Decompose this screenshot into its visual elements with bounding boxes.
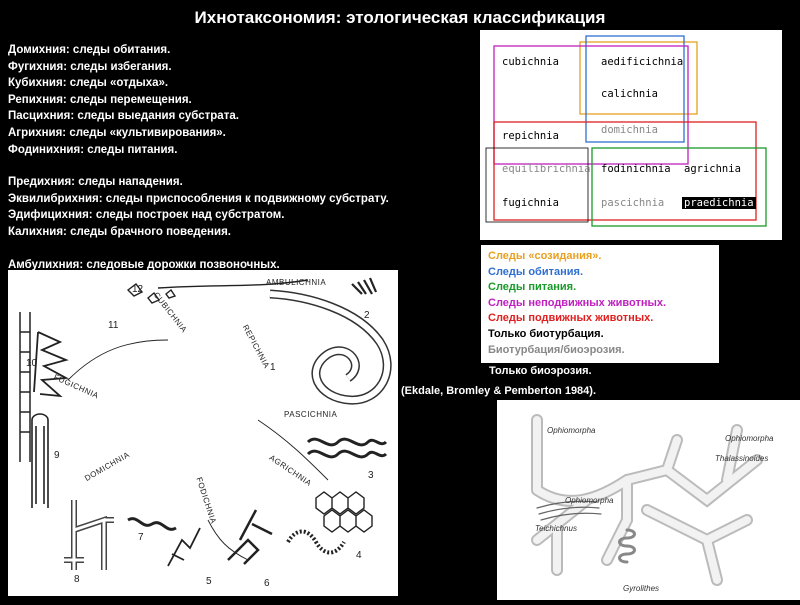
definition-item: Фугихния: следы избегания. (8, 60, 172, 73)
legend-item: Следы неподвижных животных. (488, 296, 667, 309)
page-title: Ихнотаксономия: этологическая классифика… (194, 8, 606, 27)
burrow-system-illustration: Ophiomorpha Ophiomorpha Thalassinoides O… (497, 400, 800, 600)
definition-item: Домихния: следы обитания. (8, 44, 171, 56)
legend-item: Следы подвижных животных. (488, 312, 654, 325)
label-thalassinoides: Thalassinoides (715, 454, 769, 463)
feeding-tunnel (127, 517, 177, 531)
citation: (Ekdale, Bromley & Pemberton 1984). (401, 385, 597, 397)
figure-number: 12 (132, 284, 144, 295)
definition-item: Эквилибрихния: следы приспособления к по… (8, 192, 389, 205)
cubichnia-starfish (33, 331, 70, 398)
pascichnia-meander (306, 437, 388, 459)
color-legend: Следы «созидания». Следы обитания. Следы… (481, 245, 719, 363)
cycle-arrow-5 (207, 519, 249, 561)
definition-item: Пасцихния: следы выедания субстрата. (8, 110, 239, 123)
definition-item: Агрихния: следы «культивирования». (8, 126, 226, 139)
cubichnia-resting-traces (126, 283, 177, 304)
fugichnia-escape-tube (19, 312, 31, 462)
label-repichnia: repichnia (502, 130, 559, 142)
definition-item: Кубихния: следы «отдыха». (8, 77, 169, 90)
figure-number: 5 (206, 576, 212, 587)
fodinichnia-burrow (227, 509, 273, 565)
definitions-list: Домихния: следы обитания. Фугихния: след… (8, 42, 478, 273)
definition-item: Фодинихния: следы питания. (8, 143, 178, 156)
teichichnus-spreite (536, 500, 602, 521)
label-aedificichnia: aedificichnia (601, 56, 684, 68)
label-ophiomorpha-middle: Ophiomorpha (565, 496, 614, 505)
label-agrichnia: agrichnia (684, 163, 741, 175)
stick-trace (167, 527, 201, 567)
label-praedichnia: praedichnia (682, 197, 756, 209)
definition-item: Эдифицихния: следы построек над субстрат… (8, 209, 285, 222)
cycle-arrow-10 (67, 339, 169, 381)
label-ophiomorpha-right: Ophiomorpha (725, 434, 774, 443)
spacer (8, 158, 478, 174)
box-mobile (493, 121, 757, 221)
definition-item: Предихния: следы нападения. (8, 176, 183, 189)
definition-item: Амбулихния: следовые дорожки позвоночных… (8, 258, 280, 271)
burrow-system-sketch (531, 414, 763, 586)
trace-fossil-illustration: AMBULICHNIA CUBICHNIA REPICHNIA FUGICHNI… (8, 270, 398, 596)
definition-item: Калихния: следы брачного поведения. (8, 225, 231, 238)
trace-fossil-sketches (19, 277, 392, 570)
box-bioturbation (485, 147, 589, 223)
label-pascichnia: PASCICHNIA (284, 410, 338, 419)
spacer (8, 241, 478, 257)
legend-item: Только биотурбация. (488, 327, 604, 340)
fodinichnia-feeding-trace (286, 529, 346, 555)
label-ophiomorpha-top: Ophiomorpha (547, 426, 596, 435)
figure-number: 10 (26, 358, 38, 369)
legend-item: Следы обитания. (488, 265, 583, 278)
box-creation (579, 41, 698, 115)
agrichnia-hex-network (315, 491, 373, 533)
legend-item: Следы питания. (488, 281, 577, 294)
figure-number: 4 (356, 550, 362, 561)
legend-item: Следы «созидания». (488, 250, 602, 262)
label-fugichnia: fugichnia (502, 197, 559, 209)
figure-number: 8 (74, 574, 80, 585)
figure-number: 7 (138, 532, 144, 543)
box-dwelling (585, 35, 685, 143)
figure-number: 9 (54, 450, 60, 461)
figure-number: 6 (264, 578, 270, 589)
ambulichnia-track (351, 277, 378, 295)
label-fodinichnia: fodinichnia (601, 163, 671, 175)
label-calichnia: calichnia (601, 88, 658, 100)
dwelling-branching-burrow-inner (64, 500, 114, 570)
box-sessile (493, 45, 689, 165)
ambulichnia-trackway-line (157, 279, 309, 289)
figure-number: 1 (270, 362, 276, 373)
label-gyrolithes: Gyrolithes (623, 584, 660, 593)
domichnia-tube (31, 413, 49, 508)
box-feeding (591, 147, 767, 227)
label-pascichnia: pascichnia (601, 197, 665, 209)
overlap-boxes (485, 35, 767, 227)
label-cubichnia: cubichnia (502, 56, 559, 68)
classification-box-diagram: cubichnia aedificichnia calichnia domich… (480, 30, 782, 240)
figure-number: 2 (364, 310, 370, 321)
cycle-arrow-1 (257, 419, 329, 481)
bioerosion-only-note: Только биоэрозия. (489, 365, 592, 377)
definition-item: Репихния: следы перемещения. (8, 93, 192, 106)
legend-item: Биотурбация/биоэрозия. (488, 343, 625, 356)
label-ambulichnia: AMBULICHNIA (266, 278, 327, 287)
label-teichichnus: Teichichnus (535, 524, 577, 533)
gyrolithes-spiral (618, 528, 636, 564)
figure-number: 11 (108, 320, 119, 331)
figure-number: 3 (368, 470, 374, 481)
label-domichnia: domichnia (601, 124, 658, 136)
label-equilibrichnia: equilibrichnia (502, 163, 591, 175)
